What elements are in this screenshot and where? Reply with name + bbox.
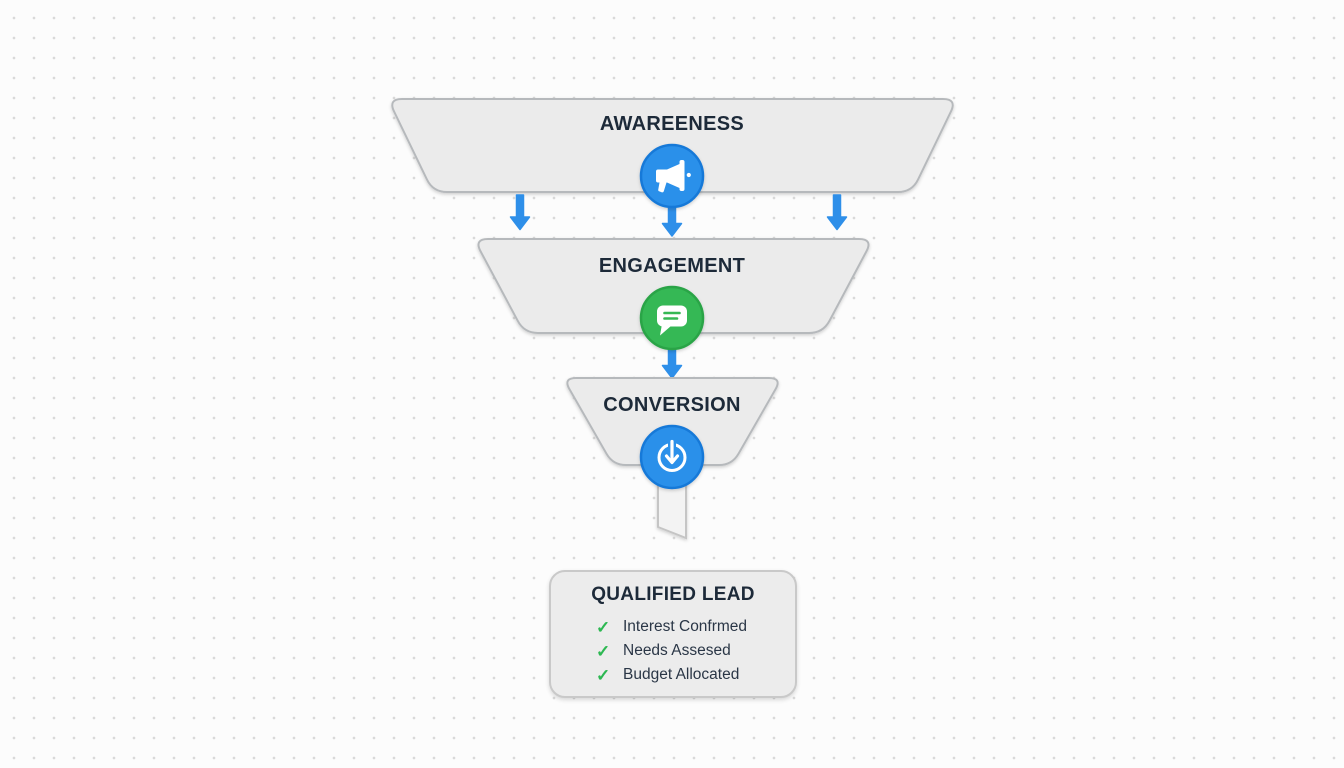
list-item: ✓ Budget Allocated: [596, 663, 795, 687]
list-item-label: Needs Assesed: [623, 642, 731, 659]
list-item: ✓ Interest Confrmed: [596, 615, 795, 639]
chat-bubble-icon: [657, 305, 687, 336]
qualified-lead-title: QUALIFIED LEAD: [591, 584, 755, 605]
list-item-label: Interest Confrmed: [623, 618, 748, 635]
arrow-down-left[interactable]: [509, 194, 531, 231]
engagement-icon-badge[interactable]: [639, 285, 705, 351]
check-icon: ✓: [596, 665, 611, 685]
qualified-lead-card[interactable]: QUALIFIED LEAD ✓ Interest Confrmed ✓ Nee…: [549, 570, 797, 698]
arrow-down-middle[interactable]: [661, 348, 683, 379]
check-icon: ✓: [596, 641, 611, 661]
download-arrow-icon: [657, 439, 687, 472]
qualified-lead-list: ✓ Interest Confrmed ✓ Needs Assesed ✓ Bu…: [596, 615, 795, 687]
conversion-icon-badge[interactable]: [639, 424, 705, 490]
list-item: ✓ Needs Assesed: [596, 639, 795, 663]
list-item-label: Budget Allocated: [623, 666, 740, 683]
check-icon: ✓: [596, 617, 611, 637]
arrow-down-center[interactable]: [661, 205, 683, 237]
megaphone-icon: [656, 160, 691, 193]
conversion-stage-shape[interactable]: [566, 377, 779, 466]
awareness-icon-badge[interactable]: [639, 143, 705, 209]
arrow-down-right[interactable]: [826, 194, 848, 231]
